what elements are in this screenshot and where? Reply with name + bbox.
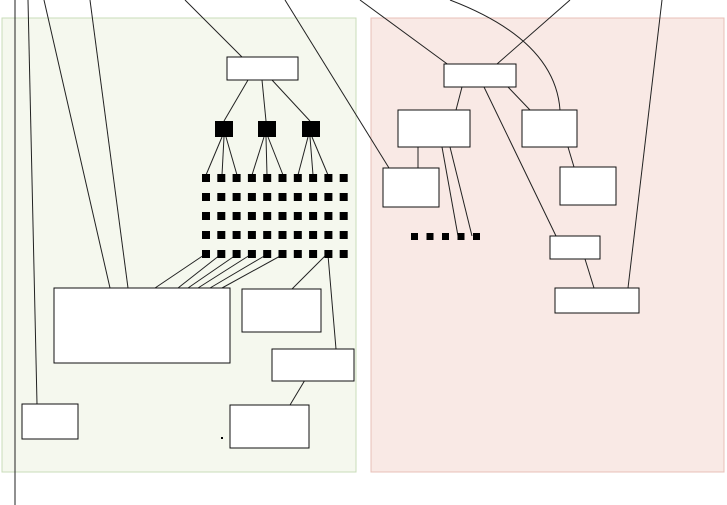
mid-box-node xyxy=(241,288,322,333)
group-node-2 xyxy=(258,121,276,137)
leaf-node xyxy=(202,212,210,220)
bottom-box-node xyxy=(229,404,310,449)
leaf-node xyxy=(247,193,256,201)
leaf-node xyxy=(247,174,256,182)
leaf-node xyxy=(232,212,241,220)
leaf-node xyxy=(232,231,241,239)
leaf-node xyxy=(232,250,241,258)
box-e-node xyxy=(549,235,601,260)
leaf-node xyxy=(293,231,302,239)
left-hub-node xyxy=(226,56,299,81)
right-leaf-node xyxy=(457,233,465,240)
leaf-node xyxy=(217,231,226,239)
leaf-node xyxy=(324,250,333,258)
large-box-node xyxy=(53,287,231,364)
right-panel xyxy=(370,17,725,473)
box-f-node xyxy=(554,287,640,314)
box-c-node xyxy=(382,167,440,208)
box-d-node xyxy=(559,166,617,206)
right-leaf-node xyxy=(442,233,449,240)
leaf-node xyxy=(202,231,210,239)
leaf-node xyxy=(202,250,210,258)
leaf-node xyxy=(309,250,318,258)
leaf-node xyxy=(217,193,226,201)
leaf-node xyxy=(232,174,241,182)
leaf-node xyxy=(278,212,287,220)
leaf-node xyxy=(324,212,333,220)
leaf-node xyxy=(278,231,287,239)
leaf-node xyxy=(293,250,302,258)
leaf-node xyxy=(293,212,302,220)
leaf-node xyxy=(339,193,348,201)
small-left-node xyxy=(21,403,79,440)
box-a-node xyxy=(397,109,471,148)
leaf-node xyxy=(339,174,348,182)
leaf-node xyxy=(309,193,318,201)
leaf-node xyxy=(217,250,226,258)
group-node-3 xyxy=(302,121,320,137)
group-node-1 xyxy=(215,121,233,137)
leaf-node xyxy=(309,174,318,182)
box-b-node xyxy=(521,109,578,148)
left-panel xyxy=(1,17,357,473)
leaf-node xyxy=(217,174,226,182)
leaf-node xyxy=(339,231,348,239)
leaf-node xyxy=(263,174,272,182)
leaf-node xyxy=(324,231,333,239)
leaf-node xyxy=(278,250,287,258)
right-leaf-node xyxy=(426,233,434,240)
leaf-node xyxy=(263,193,272,201)
right-leaf-node xyxy=(411,233,418,240)
leaf-node xyxy=(232,193,241,201)
right-box-node xyxy=(271,348,355,382)
leaf-node xyxy=(263,231,272,239)
right-leaf-row xyxy=(411,233,480,240)
leaf-node xyxy=(247,231,256,239)
leaf-node xyxy=(309,212,318,220)
right-hub-node xyxy=(443,63,517,88)
leaf-node xyxy=(263,250,272,258)
leaf-node xyxy=(247,212,256,220)
leaf-node xyxy=(202,174,210,182)
group-nodes xyxy=(215,121,320,137)
leaf-node xyxy=(278,174,287,182)
leaf-node xyxy=(339,250,348,258)
leaf-node-grid xyxy=(202,174,348,258)
leaf-node xyxy=(278,193,287,201)
leaf-node xyxy=(247,250,256,258)
leaf-node xyxy=(263,212,272,220)
right-leaf-node xyxy=(473,233,480,240)
tiny-dot xyxy=(221,437,223,439)
leaf-node xyxy=(309,231,318,239)
right-nodes xyxy=(382,63,640,314)
leaf-node xyxy=(202,193,210,201)
leaf-node xyxy=(293,193,302,201)
leaf-node xyxy=(324,193,333,201)
leaf-node xyxy=(339,212,348,220)
left-nodes xyxy=(21,56,355,449)
connector-lines xyxy=(14,0,663,505)
leaf-node xyxy=(293,174,302,182)
leaf-node xyxy=(324,174,333,182)
leaf-node xyxy=(217,212,226,220)
